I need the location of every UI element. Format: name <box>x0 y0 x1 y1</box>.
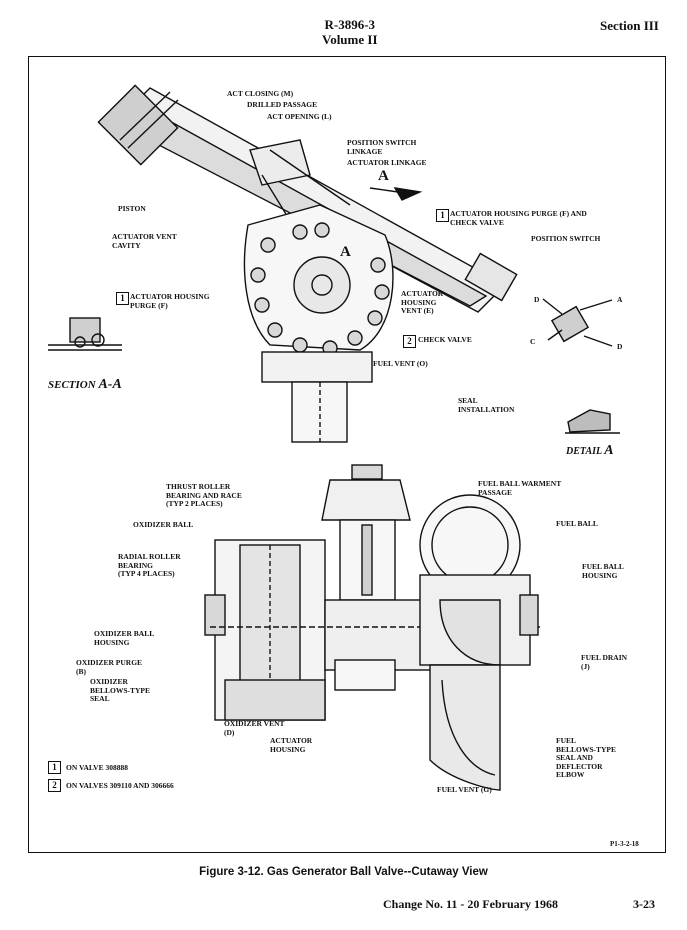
label-fuel-vent-g: FUEL VENT (G) <box>437 785 492 794</box>
detail-a-seal <box>567 409 611 433</box>
label-piston: PISTON <box>118 204 146 213</box>
linkage-housing <box>249 139 311 186</box>
section-title-prefix: SECTION <box>48 379 96 391</box>
label-drilled-passage: DRILLED PASSAGE <box>247 100 318 109</box>
view-marker-a-mid: A <box>340 244 351 260</box>
label-check-valve: CHECK VALVE <box>418 335 472 344</box>
label-position-switch: POSITION SWITCH <box>531 234 601 243</box>
label-fuel-ball: FUEL BALL <box>556 519 598 528</box>
label-housing-purge-check: ACTUATOR HOUSING PURGE (F) AND CHECK VAL… <box>450 209 587 227</box>
label-fuel-drain: FUEL DRAIN (J) <box>581 653 628 671</box>
label-thrust-roller: THRUST ROLLER BEARING AND RACE (TYP 2 PL… <box>166 482 242 508</box>
callout-box-1: 1 <box>436 209 449 222</box>
label-d-top: D <box>534 295 540 304</box>
position-switch <box>464 252 518 302</box>
fitting-detail <box>550 305 590 343</box>
label-c-left: C <box>530 337 536 346</box>
label-oxidizer-ball: OXIDIZER BALL <box>133 520 194 529</box>
figure-id: P1-3-2-18 <box>610 840 639 848</box>
section-label: Section III <box>600 18 659 33</box>
volume-label: Volume II <box>322 32 378 47</box>
label-oxidizer-purge: OXIDIZER PURGE (B) <box>76 658 143 676</box>
note-1-text: ON VALVE 308888 <box>66 763 128 772</box>
label-actuator-housing: ACTUATOR HOUSING <box>270 736 313 754</box>
callout-box-1-purge: 1 <box>116 292 129 305</box>
doc-number: R-3896-3 <box>324 17 376 32</box>
detail-a-title: DETAIL A <box>566 443 614 459</box>
note-1-number: 1 <box>48 761 61 774</box>
label-oxidizer-bellows: OXIDIZER BELLOWS-TYPE SEAL <box>90 677 151 703</box>
label-d-bottom: D <box>617 342 623 351</box>
label-seal-installation: SEAL INSTALLATION <box>458 396 515 414</box>
page-number: 3-23 <box>633 897 655 911</box>
label-act-opening: ACT OPENING (L) <box>267 112 332 121</box>
label-actuator-housing-purge: ACTUATOR HOUSING PURGE (F) <box>130 292 210 310</box>
label-act-closing: ACT CLOSING (M) <box>227 89 294 98</box>
label-radial-roller: RADIAL ROLLER BEARING (TYP 4 PLACES) <box>118 552 181 578</box>
change-notice: Change No. 11 - 20 February 1968 <box>383 897 558 911</box>
figure-caption: Figure 3-12. Gas Generator Ball Valve--C… <box>199 866 488 878</box>
section-aa-title: SECTION A-A <box>48 377 122 393</box>
section-title-letter: A-A <box>98 377 122 392</box>
detail-title-letter: A <box>604 443 614 458</box>
label-actuator-housing-vent: ACTUATOR HOUSING VENT (E) <box>401 289 444 315</box>
label-actuator-vent-cavity: ACTUATOR VENT CAVITY <box>112 232 177 250</box>
label-oxidizer-vent: OXIDIZER VENT (D) <box>224 719 285 737</box>
label-fuel-ball-warment: FUEL BALL WARMENT PASSAGE <box>478 479 562 497</box>
detail-title-prefix: DETAIL <box>566 446 602 457</box>
label-a-right: A <box>617 295 623 304</box>
note-2-number: 2 <box>48 779 61 792</box>
figure-frame <box>28 56 666 853</box>
label-position-switch-linkage: POSITION SWITCH LINKAGE <box>347 138 417 156</box>
view-marker-a-top: A <box>378 168 389 184</box>
label-fuel-ball-housing: FUEL BALL HOUSING <box>582 562 624 580</box>
valve-top-cap <box>321 479 411 521</box>
label-fuel-bellows: FUEL BELLOWS-TYPE SEAL AND DEFLECTOR ELB… <box>556 736 617 779</box>
label-oxidizer-ball-housing: OXIDIZER BALL HOUSING <box>94 629 155 647</box>
document-header: R-3896-3 Volume II <box>322 17 378 47</box>
label-fuel-vent-o: FUEL VENT (O) <box>373 359 428 368</box>
note-2-text: ON VALVES 309110 AND 306666 <box>66 781 174 790</box>
callout-box-2: 2 <box>403 335 416 348</box>
label-actuator-linkage: ACTUATOR LINKAGE <box>347 158 427 167</box>
fuel-elbow <box>429 664 501 791</box>
